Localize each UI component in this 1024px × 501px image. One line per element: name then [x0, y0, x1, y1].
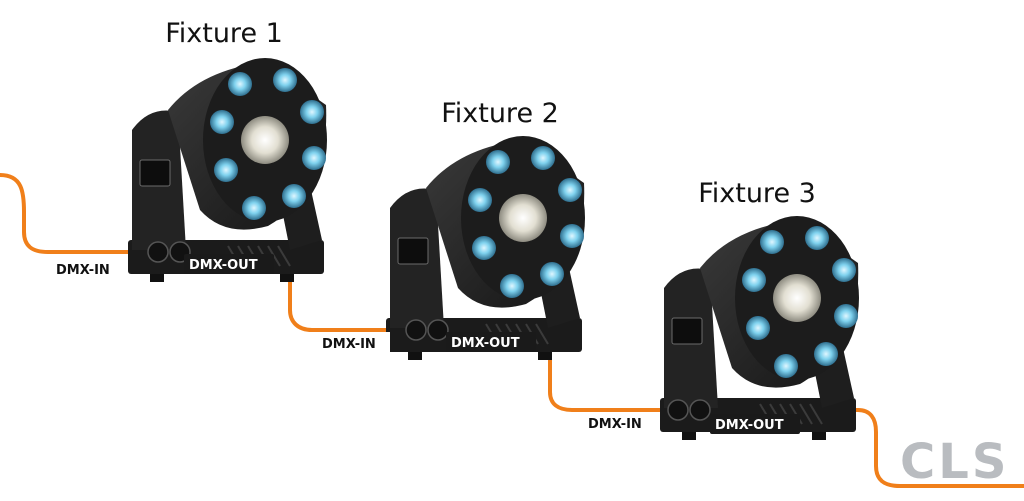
- fixture-3-moving-head-icon: [660, 216, 859, 440]
- fixture-3-out-label-bg: [710, 414, 800, 434]
- fixture-3: Fixture 3: [584, 178, 859, 440]
- fixture-2-dmx-in-label: DMX-IN: [322, 337, 376, 352]
- cls-logo: CLS: [900, 434, 1009, 490]
- fixture-2-title: Fixture 2: [441, 98, 559, 129]
- cable-outgoing: [696, 408, 1024, 488]
- fixture-3-dmx-in-label: DMX-IN: [588, 417, 642, 432]
- fixture-1-dmx-out-label: DMX-OUT: [189, 258, 258, 273]
- fixture-2-dmx-out-label: DMX-OUT: [451, 336, 520, 351]
- fixture-1: Fixture 1: [50, 18, 327, 282]
- fixture-2-out-label-bg: [446, 332, 536, 352]
- fixture-3-in-label-bg: [584, 412, 656, 432]
- fixture-1-title: Fixture 1: [165, 18, 283, 49]
- fixture-1-in-label-bg: [50, 260, 120, 278]
- fixture-2-moving-head-icon: [386, 136, 585, 360]
- fixture-1-moving-head-icon: [128, 58, 327, 282]
- fixture-1-dmx-in-label: DMX-IN: [56, 263, 110, 278]
- fixture-2-in-label-bg: [318, 332, 390, 352]
- fixture-2: Fixture 2: [318, 98, 585, 360]
- fixture-3-dmx-out-label: DMX-OUT: [715, 418, 784, 433]
- fixture-1-out-label-bg: [184, 254, 274, 274]
- fixture-3-title: Fixture 3: [698, 178, 816, 209]
- cable-incoming: [0, 173, 152, 254]
